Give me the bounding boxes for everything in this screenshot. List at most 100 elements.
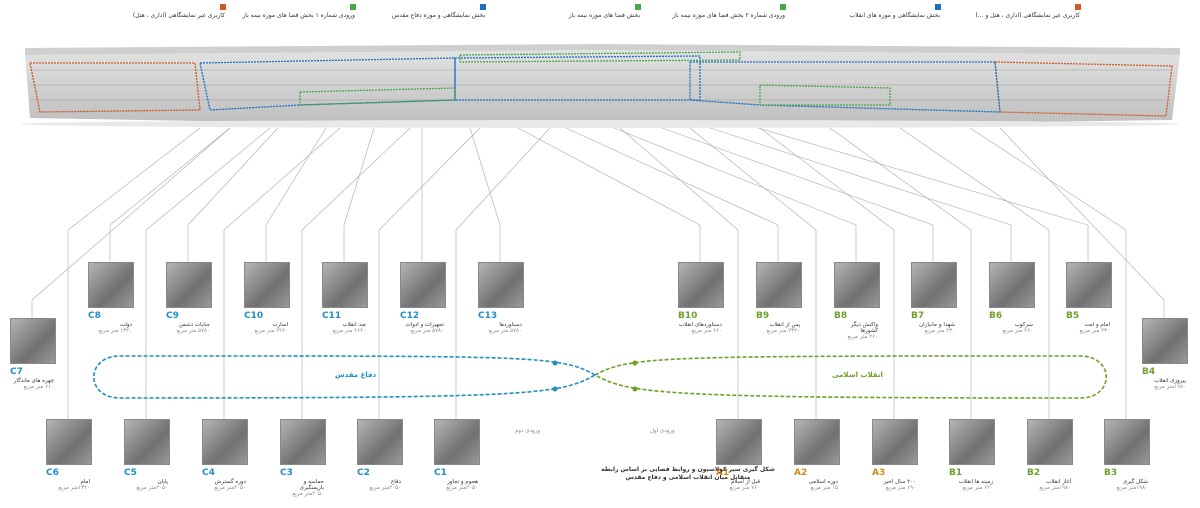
exhibit-title: زمینه ها انقلاب — [958, 479, 993, 485]
exhibit-code: B4 — [1142, 367, 1156, 377]
exhibit-photo — [478, 262, 524, 308]
exhibit-code: C10 — [244, 311, 264, 321]
legend-item: بخش نمایشگاهی و موزه های انقلاب — [820, 4, 941, 20]
exhibit-area: ۲۳۰ متر مربع — [1079, 328, 1110, 334]
exhibit-code: C11 — [322, 311, 342, 321]
legend-swatch — [1075, 4, 1081, 10]
exhibit-code: C5 — [124, 468, 137, 478]
legend-text: کاربری غیر نمایشگاهی (اداری ، هتل) — [132, 12, 225, 19]
exhibit-area: ۷۶۰ متر مربع — [729, 485, 760, 491]
exhibit-title: سرکوب — [1014, 322, 1033, 328]
exhibit-code: C3 — [280, 468, 293, 478]
exhibit-photo — [1066, 262, 1112, 308]
exhibit-photo — [716, 419, 762, 465]
exhibit-title: دستاوردهای انقلاب — [678, 322, 722, 328]
legend-text: کاربری غیر نمایشگاهی (اداری ، هتل و ...) — [975, 12, 1080, 19]
exhibit-photo — [1104, 419, 1150, 465]
exhibit-photo — [756, 262, 802, 308]
legend-text: بخش فضا های موزه نیمه باز — [568, 12, 640, 19]
exhibit-area: ۶۱۰ متر مربع — [23, 384, 54, 390]
exhibit-title: حماسه و بازپسگیری — [299, 479, 324, 491]
exhibit-title: هجوم و تجاوز — [447, 479, 478, 485]
exhibit-area: ۵۷۸۰ متر مربع — [176, 328, 210, 334]
exhibit-code: C1 — [434, 468, 447, 478]
exhibit-code: C9 — [166, 311, 179, 321]
loop-label-defense: دفاع مقدس — [335, 371, 377, 379]
leader-line — [613, 127, 857, 226]
exhibit-photo — [88, 262, 134, 308]
leader-line — [455, 127, 551, 231]
legend-swatch — [635, 4, 641, 10]
legend-item: کاربری غیر نمایشگاهی (اداری ، هتل و ...) — [960, 4, 1081, 20]
exhibit-photo — [202, 419, 248, 465]
exhibit-code: B1 — [949, 468, 963, 478]
exhibit-area: ۱۳۲۰ متر مربع — [98, 328, 132, 334]
exhibit-title: ۲۰۰ سال اخیر — [883, 479, 916, 485]
exhibit-area: ۲۳۰ متر مربع — [924, 328, 955, 334]
exhibit-title: واکنش دیگر کشورها — [850, 322, 878, 334]
exhibit-photo — [989, 262, 1035, 308]
exhibit-title: شهدا و جانبازان — [919, 322, 955, 328]
exhibit-title: تجهیزات و ادوات — [405, 322, 444, 328]
exhibit-code: A1 — [716, 468, 730, 478]
leader-line — [517, 127, 701, 226]
exhibit-area: ۲۶۲۰ متر مربع — [332, 328, 366, 334]
exhibit-title: امام و امت — [1084, 322, 1110, 328]
diagram-caption: شکل گیری سیر کولاسیون و روابط فضایی بر ا… — [601, 466, 775, 481]
exhibit-title: ضد انقلاب — [342, 322, 366, 328]
exhibit-photo — [678, 262, 724, 308]
exhibit-title: جنایات دشمن — [178, 322, 210, 328]
exhibit-photo — [244, 262, 290, 308]
exhibit-title: شکل گیری — [1122, 479, 1148, 485]
leader-line — [759, 127, 895, 231]
exhibit-code: C8 — [88, 311, 101, 321]
exhibit-title: آغاز انقلاب — [1046, 479, 1071, 485]
exhibit-code: B7 — [911, 311, 925, 321]
entry-first-label: ورودی اول — [650, 428, 675, 434]
legend-text: ورودی شماره ۱ بخش فضا های موزه نیمه باز — [242, 12, 355, 19]
legend-text: ورودی شماره ۲ بخش فضا های موزه نیمه باز — [672, 12, 785, 19]
exhibit-area: ۶۲۰ متر مربع — [962, 485, 993, 491]
leader-line — [661, 127, 934, 226]
exhibit-photo — [10, 318, 56, 364]
leader-line — [378, 127, 481, 231]
exhibit-code: B8 — [834, 311, 848, 321]
exhibit-title: پایان — [157, 479, 168, 485]
exhibit-title: دستاوردها — [499, 322, 522, 328]
exhibit-area: ۲۰۵۰متر مربع — [292, 491, 324, 497]
leader-line — [223, 127, 341, 231]
leader-line — [689, 127, 817, 231]
exhibit-area: ۱۳۲۰متر مربع — [58, 485, 90, 491]
leader-line — [109, 127, 231, 226]
exhibit-title: چهره های ماندگار — [13, 378, 54, 384]
legend-swatch — [780, 4, 786, 10]
exhibit-photo — [322, 262, 368, 308]
exhibit-area: ۲۶۰ متر مربع — [1002, 328, 1033, 334]
side-cell-b4: B4 پیروزی انقلاب ۱۹۸۰متر مربع — [1142, 318, 1200, 390]
exhibit-photo — [872, 419, 918, 465]
legend-swatch — [935, 4, 941, 10]
exhibit-title: دفاع — [390, 479, 401, 485]
exhibit-photo — [1027, 419, 1073, 465]
side-cell-c7: C7 چهره های ماندگار ۶۱۰ متر مربع — [10, 318, 70, 390]
leader-line — [565, 127, 779, 226]
exhibit-area: ۱۹۸۰متر مربع — [1154, 384, 1186, 390]
legend-swatch — [350, 4, 356, 10]
exhibit-photo — [124, 419, 170, 465]
exhibit-photo — [949, 419, 995, 465]
